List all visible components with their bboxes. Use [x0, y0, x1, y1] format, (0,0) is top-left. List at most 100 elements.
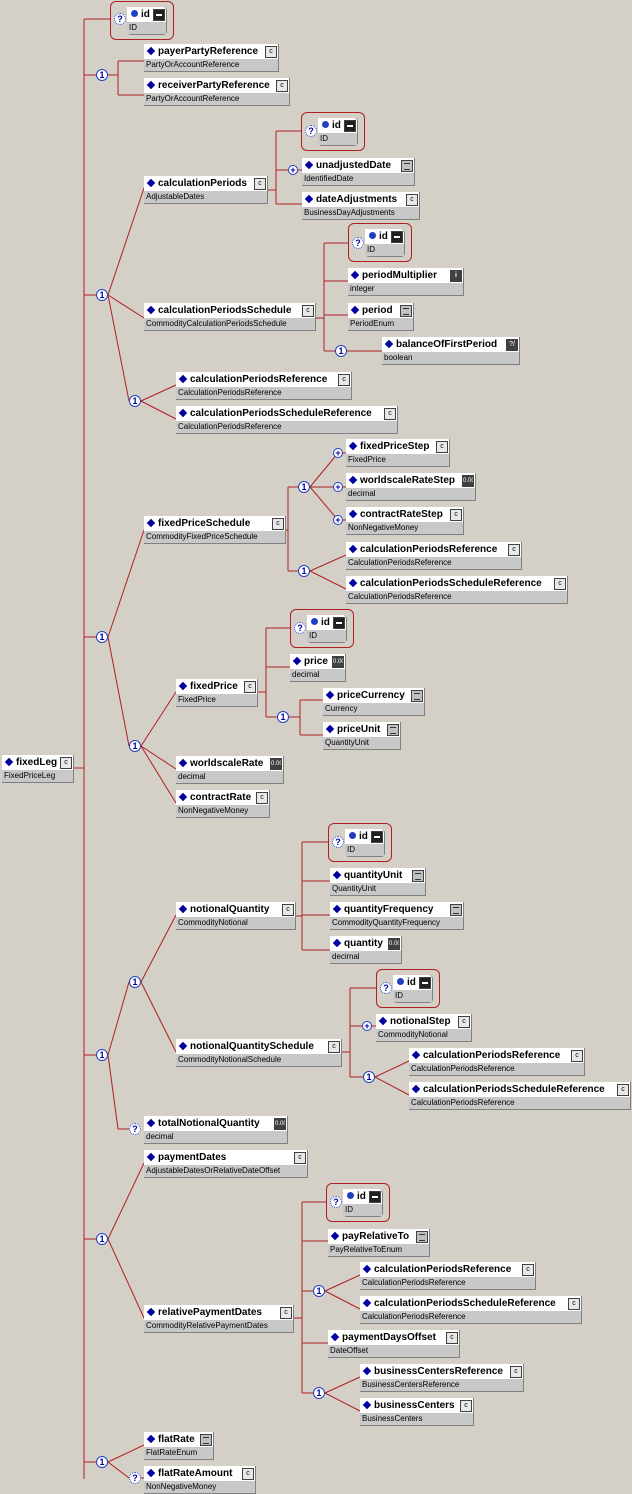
connector-line — [324, 1392, 361, 1412]
complex-type-icon: c — [328, 1041, 340, 1053]
node-name: receiverPartyReference — [144, 78, 275, 93]
element-diamond-icon — [146, 80, 156, 90]
expand-marker[interactable]: + — [333, 448, 343, 458]
node-name-label: businessCentersReference — [374, 1366, 503, 1377]
element-diamond-icon — [178, 758, 188, 768]
node-name: priceCurrency — [323, 688, 410, 703]
num-type-icon: 0.00 — [270, 758, 282, 770]
node-name-label: calculationPeriodsScheduleReference — [423, 1084, 605, 1095]
optional-marker: ? — [129, 1123, 141, 1135]
node-type-label: NonNegativeMoney — [346, 522, 463, 534]
element-diamond-icon — [304, 194, 314, 204]
node-name-label: calculationPeriodsScheduleReference — [360, 578, 542, 589]
node-type-label: boolean — [382, 352, 519, 364]
element-diamond-icon — [178, 792, 188, 802]
optional-marker: ? — [305, 125, 317, 137]
expand-marker[interactable]: + — [362, 1021, 372, 1031]
expand-marker[interactable]: + — [333, 515, 343, 525]
connector-line — [107, 187, 145, 296]
connector-line — [140, 400, 177, 420]
connector-line — [324, 1376, 361, 1394]
complex-type-icon: c — [522, 1264, 534, 1276]
element-diamond-icon — [178, 408, 188, 418]
complex-type-icon: c — [256, 792, 268, 804]
sequence-marker: 1 — [129, 395, 141, 407]
connector-line — [107, 1054, 119, 1130]
connector-line — [140, 745, 177, 770]
node-type-label: FixedPrice — [346, 454, 449, 466]
node-type-label: CommodityCalculationPeriodsSchedule — [144, 318, 315, 330]
node-type-label: AdjustableDates — [144, 191, 267, 203]
node-name-label: flatRate — [158, 1434, 195, 1445]
sequence-marker: 1 — [96, 69, 108, 81]
sequence-marker: 1 — [298, 565, 310, 577]
element-diamond-icon — [330, 1231, 340, 1241]
sequence-marker: 1 — [96, 1049, 108, 1061]
node-type-label: ID — [127, 22, 166, 34]
element-diamond-icon — [178, 374, 188, 384]
complex-type-icon: c — [458, 1016, 470, 1028]
connector-line — [374, 1060, 410, 1078]
element-diamond-icon — [146, 518, 156, 528]
expand-marker[interactable]: + — [288, 165, 298, 175]
node-name-label: priceCurrency — [337, 690, 405, 701]
complex-type-icon: c — [294, 1152, 306, 1164]
expand-marker[interactable]: + — [333, 482, 343, 492]
node-name-label: quantityUnit — [344, 870, 403, 881]
node-name: calculationPeriodsScheduleReference — [409, 1082, 616, 1097]
node-name-label: calculationPeriodsScheduleReference — [190, 408, 372, 419]
node-name: calculationPeriodsReference — [176, 372, 337, 387]
attr-type-icon — [419, 977, 431, 989]
